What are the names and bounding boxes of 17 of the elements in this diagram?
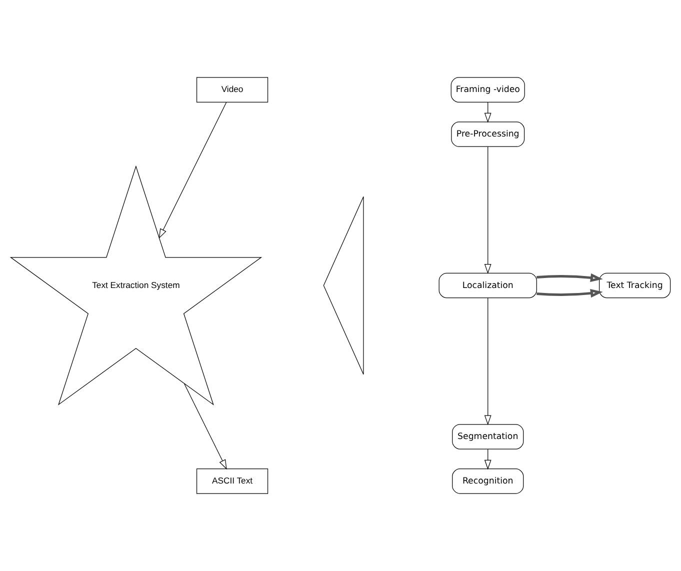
- node-box: Recognition: [452, 468, 524, 494]
- arrow: [158, 102, 227, 239]
- arrow: [536, 289, 603, 298]
- node-box: Pre-Processing: [451, 122, 525, 147]
- arrow: [536, 273, 603, 282]
- arrow: [484, 298, 492, 426]
- node-box: Framing -video: [450, 77, 525, 102]
- node-box: Text Tracking: [599, 272, 671, 298]
- node-triangle: [323, 196, 364, 375]
- node-box: Localization: [438, 272, 537, 298]
- node-box: ASCII Text: [196, 468, 268, 494]
- arrow: [484, 102, 492, 123]
- arrow: [484, 146, 492, 274]
- node-box: Segmentation: [452, 424, 524, 450]
- arrow: [184, 383, 227, 470]
- node-box: Video: [196, 77, 268, 102]
- arrow: [484, 448, 492, 470]
